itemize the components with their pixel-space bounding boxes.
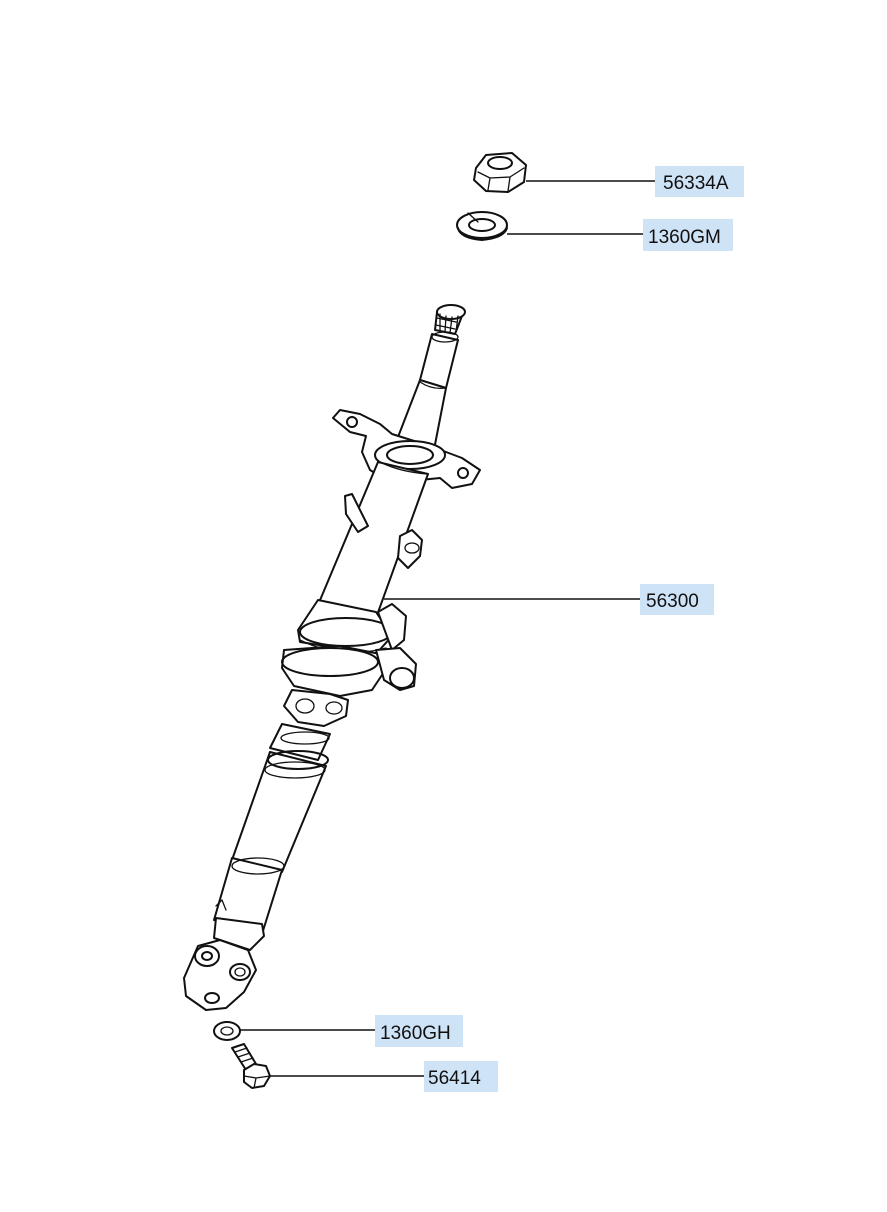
part-number-nut: 56334A (663, 173, 729, 194)
part-number-washer: 1360GH (380, 1023, 451, 1044)
part-number-steering-column: 56300 (646, 591, 699, 612)
lock-washer-drawing (456, 211, 508, 241)
label-washer: 1360GH (375, 1015, 463, 1047)
part-number-lock-washer: 1360GM (648, 227, 721, 248)
steering-column-drawing (183, 304, 481, 1011)
label-lock-washer: 1360GM (643, 219, 733, 251)
bolt-drawing (231, 1043, 271, 1089)
washer-drawing (213, 1021, 241, 1041)
part-number-bolt: 56414 (428, 1068, 481, 1089)
nut-drawing (473, 152, 527, 193)
label-bolt: 56414 (424, 1061, 498, 1092)
label-steering-column: 56300 (640, 584, 714, 615)
label-nut: 56334A (655, 166, 744, 197)
